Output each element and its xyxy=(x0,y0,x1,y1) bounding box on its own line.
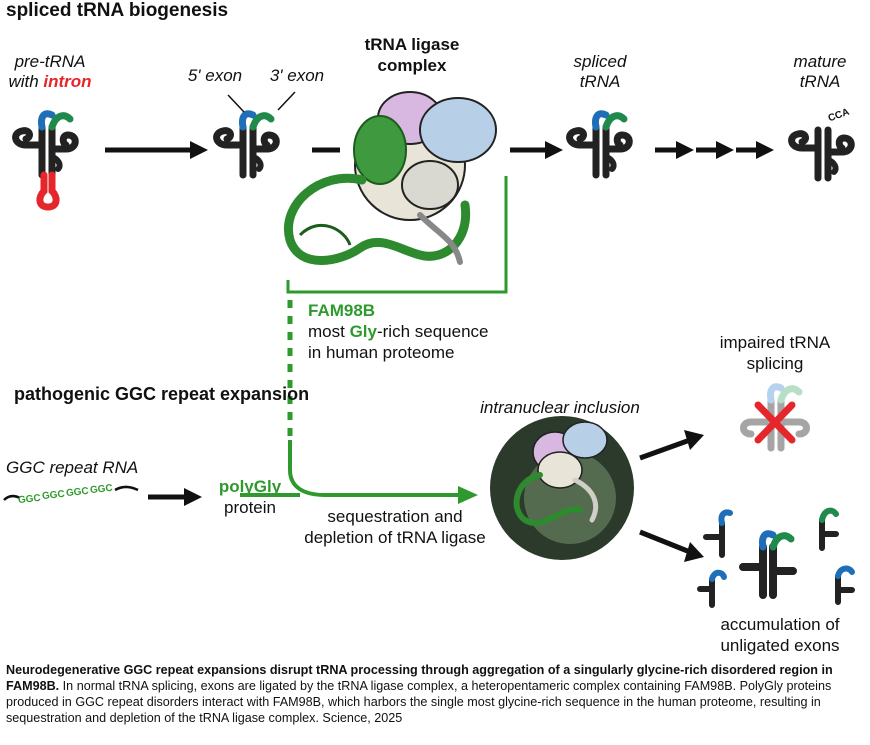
ggc-repeat-2: GGC xyxy=(41,488,66,503)
arrow-to-impaired xyxy=(639,430,704,461)
ggc-repeat-3: GGC xyxy=(65,485,90,500)
pre-trna-line1: pre-tRNA xyxy=(14,52,86,71)
arrow-to-polygly xyxy=(148,488,202,506)
sequestration-line2: depletion of tRNA ligase xyxy=(304,528,486,547)
impaired-label: impaired tRNA splicing xyxy=(700,332,850,374)
spliced-trna-icon xyxy=(570,110,630,175)
mature-label: mature tRNA xyxy=(780,52,860,92)
arrow-to-spliced xyxy=(510,141,563,159)
fam98b-to-inclusion-path xyxy=(240,300,478,504)
spliced-line1: spliced xyxy=(573,52,627,71)
fam98b-name: FAM98B xyxy=(308,301,376,320)
figure-caption: Neurodegenerative GGC repeat expansions … xyxy=(6,662,864,726)
fam98b-bracket xyxy=(286,176,508,294)
exon5-label: 5' exon xyxy=(187,66,243,85)
exon5-pointer xyxy=(227,94,245,113)
intron-label: intron xyxy=(43,72,92,91)
gly-highlight: Gly xyxy=(349,322,377,341)
inclusion-label: intranuclear inclusion xyxy=(480,398,640,417)
unligated-exons-icon xyxy=(697,507,855,608)
ggc-repeat-4: GGC xyxy=(89,482,114,497)
impaired-line2: splicing xyxy=(746,354,804,373)
exon3-label: 3' exon xyxy=(269,66,325,85)
inclusion-icon xyxy=(490,416,634,560)
fam98b-label: FAM98B most Gly-rich sequence in human p… xyxy=(308,300,568,363)
ligase-line1: tRNA ligase xyxy=(364,35,460,54)
impaired-line1: impaired tRNA xyxy=(719,333,831,352)
diagram-graphics xyxy=(3,91,855,608)
red-x-icon xyxy=(754,401,796,444)
exon3-pointer xyxy=(277,91,296,111)
top-section-title: spliced tRNA biogenesis xyxy=(6,0,229,21)
caption-bold: Neurodegenerative GGC repeat expansions … xyxy=(6,663,833,693)
polygly-label: polyGly protein xyxy=(200,476,300,518)
sequestration-label: sequestration and depletion of tRNA liga… xyxy=(270,506,520,548)
mature-trna-icon xyxy=(792,130,852,178)
arrow-to-accumulation xyxy=(639,529,704,562)
pre-trna-icon xyxy=(16,110,76,211)
exon-trna-icon xyxy=(217,110,277,175)
accum-line2: unligated exons xyxy=(720,636,840,655)
accumulation-label: accumulation of unligated exons xyxy=(695,614,865,656)
pre-trna-line2-prefix: with xyxy=(8,72,44,91)
arrow-to-exons xyxy=(105,141,208,159)
polygly-sub: protein xyxy=(224,498,276,517)
accum-line1: accumulation of xyxy=(720,615,840,634)
pre-trna-line2: with intron xyxy=(0,72,100,92)
ligase-complex-icon xyxy=(284,91,497,265)
ggc-label: GGC repeat RNA xyxy=(6,458,139,477)
fam98b-desc-suffix: -rich sequence xyxy=(376,322,489,341)
spliced-line2: tRNA xyxy=(579,72,621,91)
sequestration-line1: sequestration and xyxy=(327,507,463,526)
arrow-to-mature xyxy=(655,141,774,159)
fam98b-desc-line1: most Gly-rich sequence xyxy=(308,321,568,342)
ligase-label: tRNA ligase complex xyxy=(352,34,472,76)
mature-line2: tRNA xyxy=(799,72,841,91)
fam98b-desc-prefix: most xyxy=(308,322,350,341)
impaired-trna-icon xyxy=(740,383,810,452)
fam98b-desc-line2: in human proteome xyxy=(308,343,455,362)
spliced-label: spliced tRNA xyxy=(565,52,635,92)
ggc-repeats: GGC GGC GGC GGC xyxy=(17,482,118,508)
caption-body: In normal tRNA splicing, exons are ligat… xyxy=(6,679,832,725)
ggc-rna-strand xyxy=(3,485,139,501)
pre-trna-label: pre-tRNA with intron xyxy=(0,52,100,92)
polygly-name: polyGly xyxy=(218,477,282,496)
ggc-repeat-1: GGC xyxy=(17,492,42,507)
ligase-line2: complex xyxy=(377,56,447,75)
bottom-section-title: pathogenic GGC repeat expansion xyxy=(14,384,310,404)
mature-line1: mature xyxy=(793,52,847,71)
